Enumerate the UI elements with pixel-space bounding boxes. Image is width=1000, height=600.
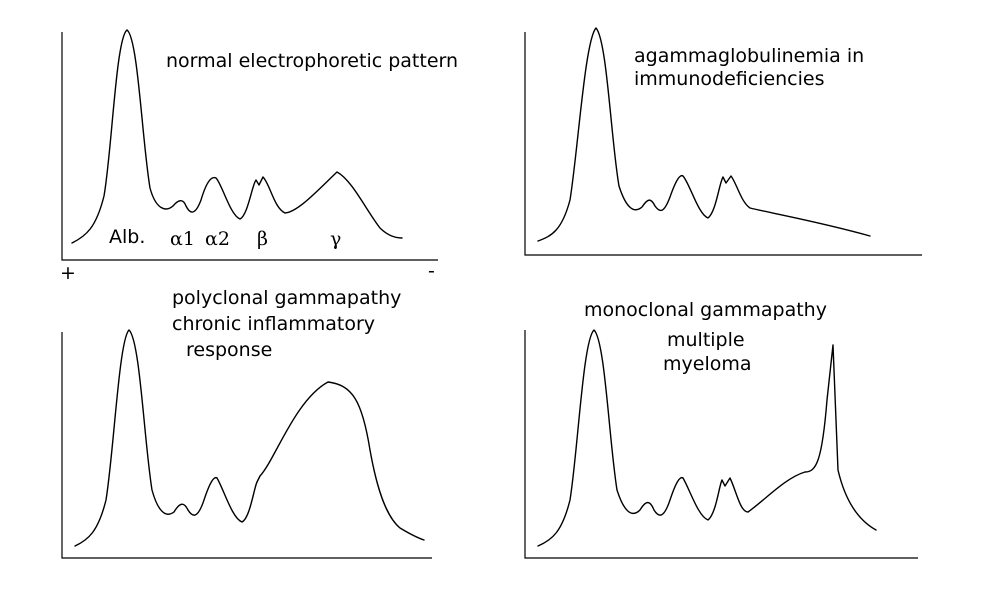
panel-agammaglobulinemia: agammaglobulinemia in immunodeficiencies bbox=[524, 27, 922, 256]
anode-label: + bbox=[60, 262, 76, 284]
panel-normal-trace bbox=[71, 29, 403, 244]
panel-normal-axes bbox=[61, 32, 438, 261]
panel-polyclonal: polyclonal gammapathy chronic inflammato… bbox=[61, 287, 432, 559]
panel-agammaglobulinemia-trace bbox=[537, 27, 871, 242]
panel-polyclonal-trace bbox=[74, 329, 425, 547]
panel-monoclonal-title-line3: myeloma bbox=[663, 353, 752, 375]
beta-label: β bbox=[257, 228, 268, 250]
gamma-label: γ bbox=[330, 228, 341, 250]
albumin-label: Alb. bbox=[109, 226, 145, 248]
panel-monoclonal-title-line2: multiple bbox=[667, 329, 745, 351]
cathode-label: - bbox=[428, 260, 435, 282]
panel-agammaglobulinemia-title-line1: agammaglobulinemia in bbox=[634, 45, 864, 67]
panel-polyclonal-title-line3: response bbox=[186, 339, 272, 361]
panel-normal-title: normal electrophoretic pattern bbox=[166, 50, 458, 72]
panel-monoclonal-axes bbox=[524, 330, 918, 559]
panel-monoclonal-title-line1: monoclonal gammapathy bbox=[584, 299, 827, 321]
panel-polyclonal-axes bbox=[61, 332, 432, 559]
panel-monoclonal: monoclonal gammapathy multiple myeloma bbox=[524, 299, 918, 559]
panel-polyclonal-title-line2: chronic inflammatory bbox=[172, 313, 375, 335]
panel-agammaglobulinemia-title-line2: immunodeficiencies bbox=[634, 68, 825, 90]
alpha1-label: α1 bbox=[170, 228, 195, 250]
alpha2-label: α2 bbox=[205, 228, 230, 250]
panel-polyclonal-title-line1: polyclonal gammapathy bbox=[172, 287, 401, 309]
panel-normal: normal electrophoretic pattern Alb. α1 α… bbox=[60, 29, 458, 284]
panel-monoclonal-trace bbox=[537, 329, 877, 547]
panel-agammaglobulinemia-axes bbox=[524, 32, 922, 256]
